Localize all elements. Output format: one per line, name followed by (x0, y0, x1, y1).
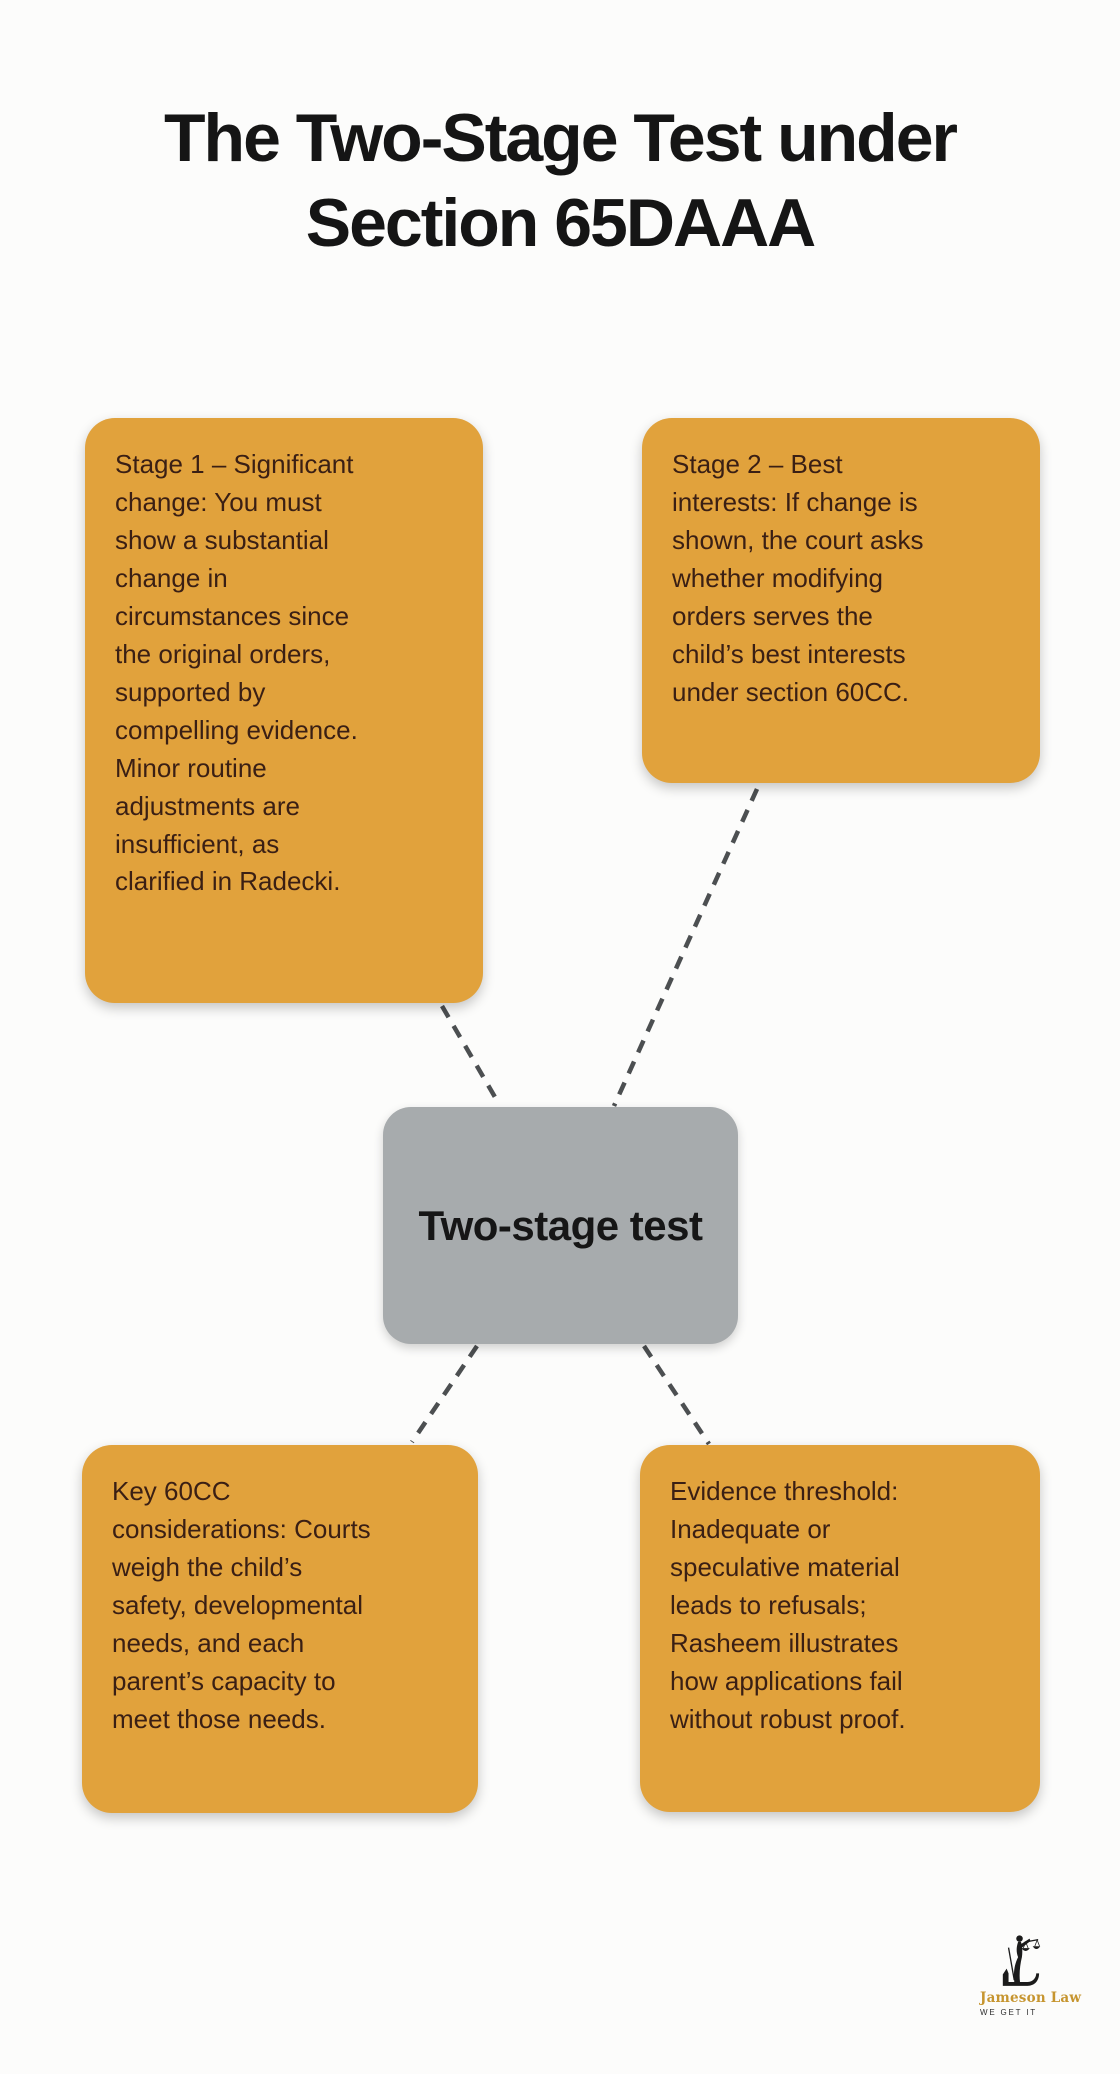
logo-tagline: WE GET IT (980, 2008, 1037, 2017)
page-title: The Two-Stage Test under Section 65DAAA (164, 100, 958, 261)
logo-name: Jameson Law (980, 1990, 1082, 2006)
node-stage1-text: Stage 1 – Significant change: You must s… (115, 449, 358, 897)
node-key60cc-text: Key 60CC considerations: Courts weigh th… (112, 1476, 371, 1734)
node-evidence-text: Evidence threshold: Inadequate or specul… (670, 1476, 906, 1734)
node-evidence-box: Evidence threshold: Inadequate or specul… (640, 1445, 1040, 1812)
connector-stage2-to-center (611, 788, 760, 1107)
connector-center-to-key60cc (410, 1344, 479, 1444)
jameson-law-logo: Jameson Law WE GET IT (980, 1934, 1082, 2017)
node-key60cc-box: Key 60CC considerations: Courts weigh th… (82, 1445, 478, 1813)
center-node-label: Two-stage test (418, 1201, 703, 1249)
node-stage1-box: Stage 1 – Significant change: You must s… (85, 418, 483, 1003)
lady-justice-scales-icon (1002, 1935, 1041, 1986)
center-node-box: Two-stage test (383, 1107, 738, 1344)
node-stage2-text: Stage 2 – Best interests: If change is s… (672, 449, 924, 707)
connector-stage1-to-center (440, 1004, 501, 1106)
node-stage2-box: Stage 2 – Best interests: If change is s… (642, 418, 1040, 783)
connector-center-to-evidence (642, 1344, 711, 1446)
